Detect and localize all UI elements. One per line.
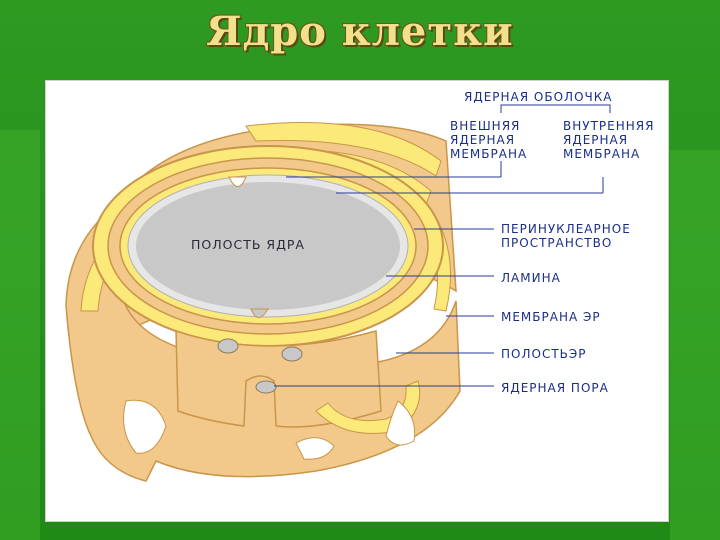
label-outer-membrane: ВНЕШНЯЯ ЯДЕРНАЯ МЕМБРАНА	[450, 119, 528, 161]
bracket-nuclear-envelope	[500, 104, 611, 113]
label-perinuclear-space: ПЕРИНУКЛЕАРНОЕ ПРОСТРАНСТВО	[501, 222, 631, 250]
nuclear-envelope-front	[175, 329, 382, 428]
nucleus-diagram	[65, 104, 611, 482]
er-opening	[295, 437, 335, 460]
nuclear-pore	[217, 338, 239, 354]
leader-lines	[274, 104, 611, 387]
nucleus-cavity-shape	[136, 182, 400, 310]
label-lamina: ЛАМИНА	[501, 271, 561, 285]
label-er-membrane: МЕМБРАНА ЭР	[501, 310, 601, 324]
page-title: Ядро клетки	[206, 8, 514, 55]
background-decoration	[0, 130, 40, 540]
background-decoration	[670, 150, 720, 540]
pore-notch	[250, 308, 269, 318]
pore-notch	[228, 176, 247, 187]
label-nuclear-pore: ЯДЕРНАЯ ПОРА	[501, 381, 609, 395]
label-nuclear-envelope: ЯДЕРНАЯ ОБОЛОЧКА	[464, 90, 613, 104]
er-lumen-outer	[245, 122, 442, 177]
er-opening	[123, 399, 167, 454]
nuclear-pore	[281, 346, 303, 362]
nuclear-pore	[255, 380, 277, 394]
label-er-lumen: ПОЛОСТЬЭР	[501, 347, 587, 361]
er-opening	[385, 400, 416, 446]
label-inner-membrane: ВНУТРЕННЯЯ ЯДЕРНАЯ МЕМБРАНА	[563, 119, 655, 161]
label-nucleus-cavity: ПОЛОСТЬ ЯДРА	[191, 237, 305, 252]
diagram-panel: ЯДЕРНАЯ ОБОЛОЧКА ВНЕШНЯЯ ЯДЕРНАЯ МЕМБРАН…	[45, 80, 669, 522]
